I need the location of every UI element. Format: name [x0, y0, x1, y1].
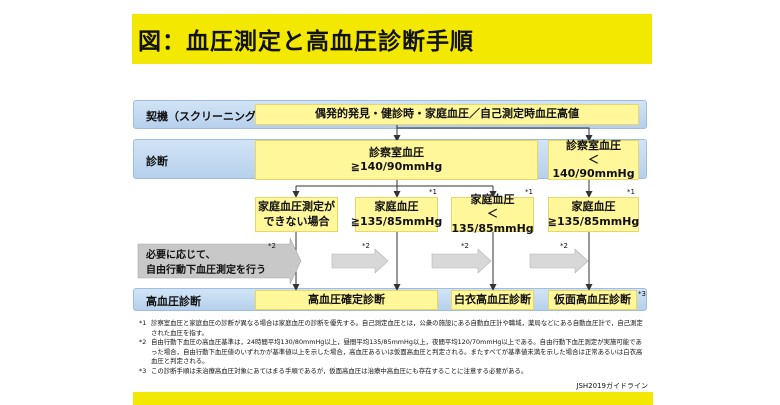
bottom-accent-bar: [133, 392, 653, 405]
result-confirmed-htn: 高血圧確定診断: [255, 290, 438, 310]
office-bp-low-line2: ＜140/90mmHg: [552, 152, 635, 181]
result-white-coat-htn: 白衣高血圧診断: [451, 290, 534, 310]
note-mark-1b: *1: [525, 188, 533, 196]
ambulatory-bp-line2: 自由行動下血圧測定を行う: [146, 265, 266, 276]
trigger-box-text: 偶発的発見・健診時・家庭血圧／自己測定時血圧高値: [315, 107, 579, 121]
note-mark-2a: *2: [268, 242, 276, 250]
home-bp-high-box: 家庭血圧 ≧135/85mmHg: [351, 197, 442, 232]
source-credit: JSH2019ガイドライン: [576, 382, 648, 390]
note-mark-1a: *1: [429, 188, 437, 196]
ambulatory-bp-line1: 必要に応じて、: [146, 250, 216, 261]
result-masked-htn: 仮面高血圧診断: [548, 290, 637, 310]
home-bp-high-line2: ≧135/85mmHg: [350, 214, 443, 228]
footnote-2-text: 自由行動下血圧の高血圧基準は，24時間平均130/80mmHg以上，昼間平均13…: [151, 338, 643, 366]
lane-trigger-label: 契機（スクリーニング）: [146, 110, 267, 123]
footnote-2-mark: *2: [139, 338, 147, 347]
home-bp-unavailable-line1: 家庭血圧測定が: [258, 200, 335, 214]
footnote-1-mark: *1: [139, 319, 147, 327]
office-bp-high-line2: ≧140/90mmHg: [350, 160, 443, 173]
note-mark-2d: *2: [560, 242, 568, 250]
ambulatory-bp-text: 必要に応じて、 自由行動下血圧測定を行う: [140, 247, 290, 279]
result-masked-text: 仮面高血圧診断: [554, 292, 631, 306]
home-bp-high-masked-box: 家庭血圧 ≧135/85mmHg: [548, 197, 639, 232]
home-bp-low-line2: ＜135/85mmHg: [451, 207, 534, 235]
home-bp-high-line1: 家庭血圧: [374, 200, 419, 214]
office-bp-high-line1: 診察室血圧: [369, 145, 424, 159]
note-mark-2c: *2: [461, 242, 469, 250]
footnotes: *1 診察室血圧と家庭血圧の診断が異なる場合は家庭血圧の診断を優先する。自己測定…: [139, 319, 647, 377]
footnote-3-text: この診断手順は未治療高血圧対象にあてはまる手順であるが，仮面高血圧は治療中高血圧…: [151, 366, 528, 375]
note-mark-3: *3: [638, 290, 646, 298]
note-mark-2b: *2: [362, 242, 370, 250]
home-bp-unavailable-line2: できない場合: [263, 214, 330, 228]
ambulatory-bp-arrow: [137, 237, 589, 285]
home-bp-low-line1: 家庭血圧: [470, 193, 515, 207]
home-bp-high-masked-line2: ≧135/85mmHg: [547, 214, 640, 228]
home-bp-high-masked-line1: 家庭血圧: [571, 200, 616, 214]
result-confirmed-text: 高血圧確定診断: [308, 292, 385, 306]
office-bp-high-box: 診察室血圧 ≧140/90mmHg: [255, 140, 538, 180]
note-mark-1c: *1: [627, 188, 635, 196]
title-banner: 図：血圧測定と高血圧診断手順: [132, 14, 652, 64]
footnote-3: *3 この診断手順は未治療高血圧対象にあてはまる手順であるが，仮面高血圧は治療中…: [139, 367, 647, 377]
page-title: 図：血圧測定と高血圧診断手順: [138, 29, 474, 55]
footnote-2: *2 自由行動下血圧の高血圧基準は，24時間平均130/80mmHg以上，昼間平…: [139, 338, 647, 367]
lane-htn-label: 高血圧診断: [146, 295, 201, 308]
office-bp-low-line1: 診察室血圧: [566, 138, 621, 152]
result-white-coat-text: 白衣高血圧診断: [454, 292, 531, 306]
footnote-1-text: 診察室血圧と家庭血圧の診断が異なる場合は家庭血圧の診断を優先する。自己測定血圧と…: [151, 319, 643, 337]
office-bp-low-box: 診察室血圧 ＜140/90mmHg: [548, 138, 639, 181]
trigger-box: 偶発的発見・健診時・家庭血圧／自己測定時血圧高値: [255, 104, 639, 125]
home-bp-low-box: 家庭血圧 ＜135/85mmHg: [451, 193, 534, 235]
footnote-1: *1 診察室血圧と家庭血圧の診断が異なる場合は家庭血圧の診断を優先する。自己測定…: [139, 319, 647, 338]
home-bp-unavailable-box: 家庭血圧測定が できない場合: [255, 197, 338, 232]
lane-diagnosis-label: 診断: [146, 155, 168, 168]
footnote-3-mark: *3: [139, 366, 147, 375]
